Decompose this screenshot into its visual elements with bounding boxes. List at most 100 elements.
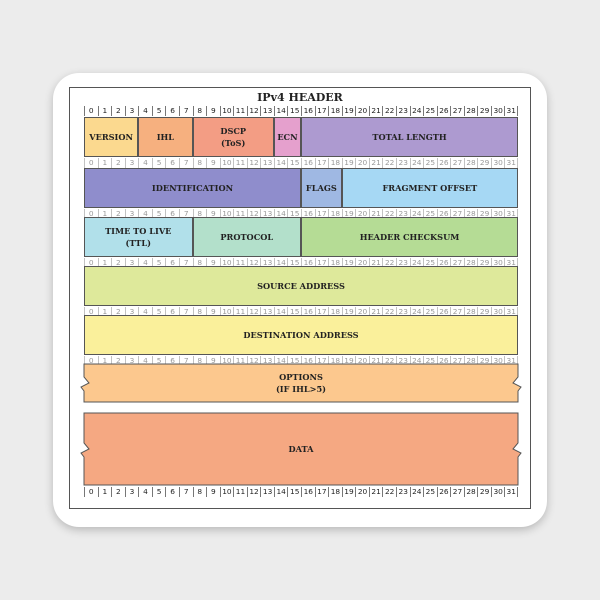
bit-number: 13: [260, 106, 274, 116]
bit-number: 13: [260, 258, 274, 268]
bit-number: 22: [382, 209, 396, 219]
field-ecn: ECN: [273, 117, 301, 157]
bit-number: 12: [246, 258, 261, 268]
bit-number: 12: [246, 209, 261, 219]
bit-number: 29: [477, 356, 491, 366]
bit-number: 22: [382, 106, 396, 116]
bit-number: 0: [84, 356, 98, 366]
options-block: OPTIONS (IF IHL>5): [80, 363, 522, 403]
field-destination-address: DESTINATION ADDRESS: [84, 315, 518, 355]
bit-number: 8: [192, 209, 207, 219]
bit-number: 3: [124, 307, 139, 317]
bit-number: 17: [314, 106, 329, 116]
bit-number: 23: [395, 258, 410, 268]
bit-number: 9: [206, 106, 220, 116]
bit-number: 22: [382, 258, 396, 268]
bit-number: 5: [151, 258, 166, 268]
bit-number: 21: [368, 307, 383, 317]
bit-number: 10: [219, 307, 234, 317]
bit-number: 23: [395, 356, 410, 366]
options-block-outline: [80, 363, 522, 403]
field-total-length: TOTAL LENGTH: [301, 117, 518, 157]
data-block: DATA: [80, 412, 522, 486]
bit-number: 28: [463, 356, 478, 366]
bit-number: 24: [409, 158, 424, 168]
bit-number: 24: [409, 209, 424, 219]
bit-number: 17: [314, 258, 329, 268]
bit-number: 7: [178, 487, 193, 497]
bit-number: 16: [301, 307, 315, 317]
bit-number: 12: [246, 356, 261, 366]
bit-number: 18: [328, 258, 342, 268]
bit-number: 25: [423, 356, 437, 366]
bit-number: 27: [450, 209, 464, 219]
bit-number: 23: [395, 307, 410, 317]
bit-number: 4: [138, 487, 152, 497]
bit-number: 31: [504, 487, 518, 497]
bit-number: 28: [463, 106, 478, 116]
bit-number: 30: [490, 158, 505, 168]
bit-number: 12: [246, 307, 261, 317]
data-block-label: DATA: [288, 444, 314, 454]
bit-number: 5: [151, 209, 166, 219]
bit-number: 1: [97, 487, 112, 497]
bit-number: 23: [395, 209, 410, 219]
bit-number: 10: [219, 209, 234, 219]
bit-number: 21: [368, 106, 383, 116]
bit-number: 24: [409, 356, 424, 366]
bit-number: 11: [233, 106, 247, 116]
bit-number: 20: [355, 258, 369, 268]
bit-number: 8: [192, 106, 207, 116]
bit-number: 29: [477, 106, 491, 116]
bit-number: 14: [273, 356, 288, 366]
bit-number: 13: [260, 209, 274, 219]
bit-number: 2: [111, 158, 125, 168]
bit-number: 14: [273, 307, 288, 317]
field-version: VERSION: [84, 117, 139, 157]
bit-number: 23: [395, 158, 410, 168]
bit-number: 9: [206, 158, 220, 168]
bit-number: 18: [328, 487, 342, 497]
bit-number: 28: [463, 487, 478, 497]
bit-number: 20: [355, 487, 369, 497]
bit-number: 19: [341, 106, 356, 116]
bit-number: 10: [219, 487, 234, 497]
bit-number: 4: [138, 106, 152, 116]
bit-number: 21: [368, 158, 383, 168]
bit-number: 7: [178, 307, 193, 317]
bit-number: 12: [246, 106, 261, 116]
bit-number: 22: [382, 158, 396, 168]
bit-number: 30: [490, 106, 505, 116]
field-source-address: SOURCE ADDRESS: [84, 266, 518, 306]
bit-number: 21: [368, 258, 383, 268]
bit-number: 25: [423, 106, 437, 116]
bit-number: 29: [477, 158, 491, 168]
bit-number: 7: [178, 158, 193, 168]
bit-number: 2: [111, 258, 125, 268]
bit-number: 8: [192, 158, 207, 168]
bit-number: 15: [287, 106, 301, 116]
bit-number: 11: [233, 356, 247, 366]
bit-number: 31: [504, 106, 518, 116]
bit-number: 9: [206, 209, 220, 219]
field-protocol: PROTOCOL: [192, 217, 301, 257]
bit-number: 2: [111, 487, 125, 497]
bit-number: 7: [178, 258, 193, 268]
bit-number: 5: [151, 307, 166, 317]
bit-number: 30: [490, 356, 505, 366]
bit-number: 4: [138, 307, 152, 317]
bit-number: 18: [328, 307, 342, 317]
bit-number: 26: [436, 307, 451, 317]
bit-number: 26: [436, 487, 451, 497]
bit-number: 8: [192, 258, 207, 268]
bit-number: 17: [314, 158, 329, 168]
bit-number: 21: [368, 209, 383, 219]
diagram-title: IPv4 HEADER: [257, 91, 343, 104]
bit-number: 18: [328, 158, 342, 168]
bit-number: 16: [301, 106, 315, 116]
bit-number: 6: [165, 158, 179, 168]
bit-number: 30: [490, 487, 505, 497]
bit-number: 8: [192, 307, 207, 317]
bit-number: 1: [97, 106, 112, 116]
bit-number: 9: [206, 356, 220, 366]
